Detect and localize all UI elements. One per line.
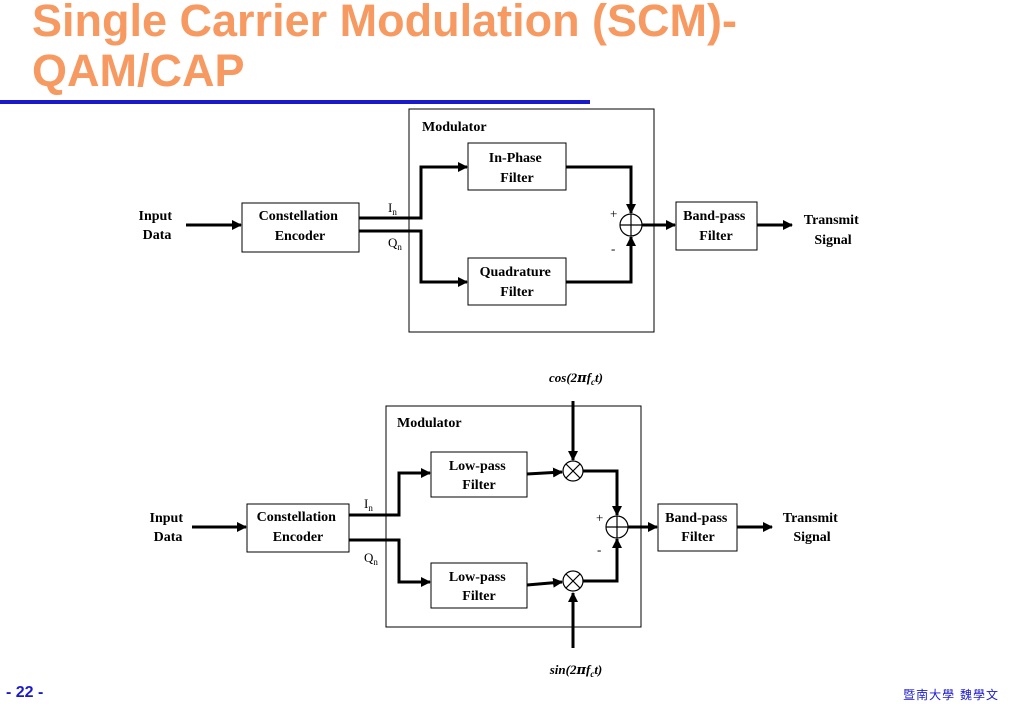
bandpass-label-2: Band-pass Filter: [665, 511, 731, 545]
modulator-label-2: Modulator: [397, 416, 462, 431]
inphase-filter-box: [467, 142, 567, 191]
cos-carrier-label: cos(2πfct): [549, 370, 603, 387]
q-path-1: [359, 229, 468, 287]
encoder-box-2: [246, 503, 350, 553]
inphase-to-adder: [566, 165, 636, 214]
lowpass-filter-top-box: [430, 451, 528, 498]
lowpass-filter-bottom-box: [430, 562, 528, 609]
plus-sign-1: +: [610, 206, 617, 221]
i-label-1: In: [388, 200, 397, 217]
quadrature-to-adder: [566, 236, 636, 284]
minus-sign-1: -: [611, 241, 615, 256]
modulator-box-1: [408, 108, 655, 333]
multiplier-bottom-icon: [562, 570, 584, 592]
bandpass-box-1: [675, 201, 758, 251]
adder-icon-1: [619, 213, 643, 237]
i-path-1: [359, 162, 468, 220]
footer-credit: 暨南大學 魏學文: [903, 688, 999, 702]
mixer-top-to-adder: [583, 469, 622, 516]
lowpass-bottom-to-mixer: [526, 577, 563, 588]
output-label-1: Transmit Signal: [804, 213, 862, 248]
output-label-2: Transmit Signal: [783, 511, 841, 545]
adder-icon-2: [605, 515, 629, 539]
minus-sign-2: -: [597, 542, 601, 557]
plus-sign-2: +: [596, 510, 603, 525]
modulator-label-1: Modulator: [422, 120, 487, 135]
diagram-2: cos(2πfct) Modulator Input Data Constell…: [150, 370, 841, 679]
lowpass-filter-top-label: Low-pass Filter: [449, 459, 509, 493]
multiplier-top-icon: [562, 460, 584, 482]
encoder-label-2: Constellation Encoder: [257, 510, 340, 545]
i-path-2: [349, 468, 431, 517]
slide-title-line1: Single Carrier Modulation (SCM)-: [32, 0, 738, 46]
mixer-bottom-to-adder: [583, 538, 622, 583]
page-number: - 22 -: [6, 684, 44, 701]
input-label-1: Input Data: [139, 209, 176, 243]
slide-title-line2: QAM/CAP: [32, 45, 245, 96]
title-underline: [0, 100, 590, 104]
bandpass-box-2: [657, 503, 738, 552]
q-path-2: [349, 538, 431, 587]
encoder-label-1: Constellation Encoder: [259, 209, 342, 244]
quadrature-filter-box: [467, 257, 567, 306]
encoder-box-1: [241, 202, 360, 253]
q-label-2: Qn: [364, 550, 378, 567]
q-label-1: Qn: [388, 235, 402, 252]
sin-carrier-label: sin(2πfct): [549, 662, 603, 679]
quadrature-filter-label: Quadrature Filter: [480, 265, 555, 300]
lowpass-filter-bottom-label: Low-pass Filter: [449, 570, 509, 604]
input-label-2: Input Data: [150, 511, 187, 545]
slide-title: Single Carrier Modulation (SCM)- QAM/CAP: [32, 0, 737, 96]
diagram-1: Modulator Input Data Constellation Encod…: [139, 108, 862, 333]
inphase-filter-label: In-Phase Filter: [489, 151, 545, 186]
i-label-2: In: [364, 496, 373, 513]
bandpass-label-1: Band-pass Filter: [683, 209, 749, 244]
lowpass-top-to-mixer: [526, 467, 563, 478]
